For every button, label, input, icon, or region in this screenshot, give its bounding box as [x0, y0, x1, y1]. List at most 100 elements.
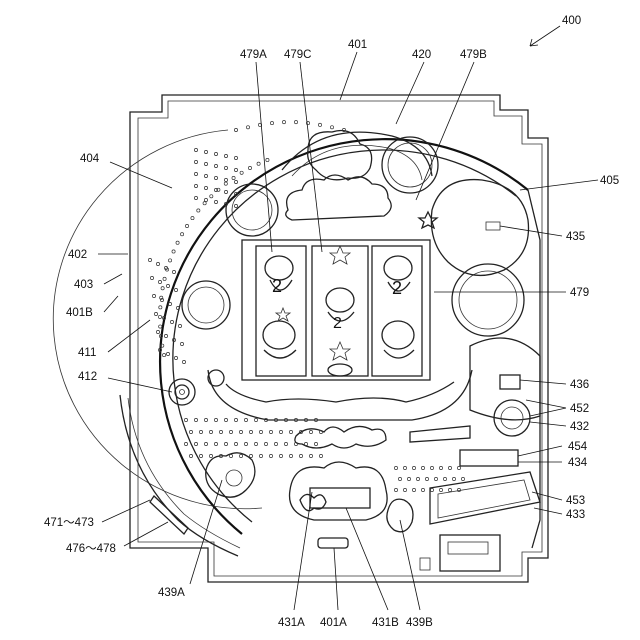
- nail: [194, 184, 197, 187]
- winning-device-flower: [300, 494, 326, 510]
- nail: [443, 477, 446, 480]
- figure-reference-arrow: [530, 26, 560, 46]
- nail: [234, 156, 237, 159]
- right-lower-panel-inner: [438, 480, 530, 518]
- nail: [170, 320, 173, 323]
- right-top-star: [419, 212, 437, 228]
- nail: [214, 176, 217, 179]
- nail: [166, 284, 169, 287]
- label-402: 402: [68, 249, 87, 261]
- nail: [174, 356, 177, 359]
- label-479A: 479A: [240, 49, 267, 61]
- nail: [166, 352, 169, 355]
- nail: [214, 200, 217, 203]
- reel-left: [256, 246, 306, 376]
- outer-guide-rail: [160, 139, 528, 534]
- nail: [234, 180, 237, 183]
- nail: [199, 430, 202, 433]
- nail: [204, 162, 207, 165]
- nail: [318, 123, 321, 126]
- nail: [282, 121, 285, 124]
- gate-436: [500, 375, 520, 389]
- nail: [158, 280, 161, 283]
- nail: [214, 164, 217, 167]
- label-431B: 431B: [372, 617, 399, 629]
- nail: [254, 418, 257, 421]
- nail: [269, 454, 272, 457]
- nail: [168, 259, 171, 262]
- nail: [219, 430, 222, 433]
- center-winning-device: [290, 462, 388, 520]
- svg-text:2: 2: [392, 278, 402, 298]
- winning-device-door: [310, 488, 370, 508]
- nail: [425, 477, 428, 480]
- nail: [407, 477, 410, 480]
- nail: [259, 454, 262, 457]
- nail: [204, 442, 207, 445]
- nail: [172, 250, 175, 253]
- nail: [184, 418, 187, 421]
- nail: [234, 128, 237, 131]
- nail: [174, 288, 177, 291]
- figure-reference-number: 400: [562, 15, 581, 27]
- nail: [234, 418, 237, 421]
- nail: [209, 454, 212, 457]
- nail: [234, 168, 237, 171]
- label-412: 412: [78, 371, 97, 383]
- nail: [244, 418, 247, 421]
- nail: [172, 270, 175, 273]
- nail: [403, 488, 406, 491]
- nail: [204, 418, 207, 421]
- movable-accessory: [431, 180, 528, 276]
- nail: [412, 466, 415, 469]
- nail: [148, 258, 151, 261]
- bottom-box: [440, 535, 500, 571]
- bottom-small-box: [420, 558, 430, 570]
- nail: [224, 418, 227, 421]
- center-ornament: [295, 426, 386, 448]
- leader-lines: [98, 52, 598, 610]
- nail: [199, 454, 202, 457]
- nail: [319, 454, 322, 457]
- label-476-478: 476～478: [66, 543, 116, 555]
- nail: [163, 277, 166, 280]
- nail: [224, 154, 227, 157]
- label-454: 454: [568, 441, 588, 453]
- nail: [189, 430, 192, 433]
- nail: [421, 466, 424, 469]
- left-pocket: [206, 453, 255, 497]
- lamp-454: [460, 450, 518, 466]
- bottom-box-window: [448, 542, 488, 554]
- accessory-slot: [486, 222, 500, 230]
- nail: [194, 172, 197, 175]
- nail: [224, 166, 227, 169]
- nail: [178, 324, 181, 327]
- nail: [224, 190, 227, 193]
- nail: [224, 178, 227, 181]
- reel-center: [312, 246, 368, 376]
- nail: [244, 442, 247, 445]
- nail: [194, 196, 197, 199]
- nail: [249, 430, 252, 433]
- nail: [461, 477, 464, 480]
- nail: [209, 430, 212, 433]
- nail: [194, 442, 197, 445]
- nail: [289, 430, 292, 433]
- label-404: 404: [80, 153, 100, 165]
- label-401: 401: [348, 39, 367, 51]
- nail: [452, 477, 455, 480]
- nail: [274, 442, 277, 445]
- rail-inner-line: [53, 130, 262, 509]
- label-471-473: 471～473: [44, 517, 94, 529]
- stage-lower: [226, 382, 454, 402]
- nail: [229, 454, 232, 457]
- nail: [248, 166, 251, 169]
- nail: [189, 454, 192, 457]
- label-401A: 401A: [320, 617, 347, 629]
- svg-text:2: 2: [333, 315, 342, 332]
- label-479C: 479C: [284, 49, 312, 61]
- nail: [180, 342, 183, 345]
- nail: [152, 294, 155, 297]
- label-434: 434: [568, 457, 588, 469]
